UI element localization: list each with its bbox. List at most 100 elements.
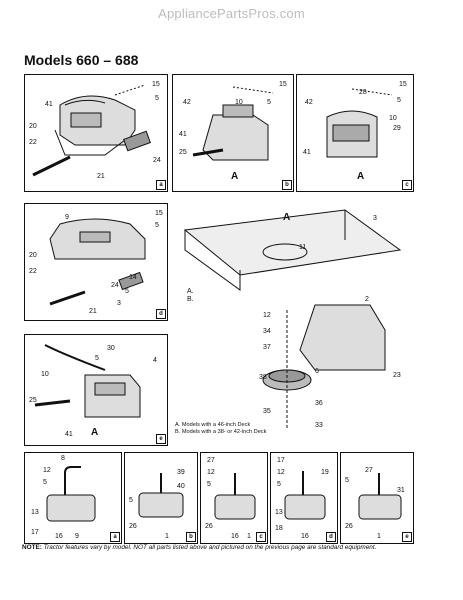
callout: 12	[207, 469, 215, 476]
callout: 1	[377, 533, 381, 540]
callout: 10	[389, 115, 397, 122]
callout: 27	[207, 457, 215, 464]
callout: 9	[75, 533, 79, 540]
panel-letter: c	[402, 180, 412, 190]
callout: 14	[129, 274, 137, 281]
callout: 15	[399, 81, 407, 88]
callout: 41	[45, 101, 53, 108]
callout: 8	[61, 455, 65, 462]
callout: 13	[31, 509, 39, 516]
panel-letter: d	[326, 532, 336, 542]
callout: 25	[179, 149, 187, 156]
callout: 36	[315, 400, 323, 407]
callout: 6	[315, 368, 319, 375]
callout: 27	[365, 467, 373, 474]
callout: 26	[345, 523, 353, 530]
callout: 5	[267, 99, 271, 106]
watermark: AppliancePartsPros.com	[158, 6, 305, 21]
callout: 16	[55, 533, 63, 540]
frame-assembly: A 3 11 2 12 34 37 6 38 36 23 35 33 A. B.	[175, 200, 415, 440]
panel-engine-b: 15 42 10 5 41 25 A b	[172, 74, 294, 192]
panel-letter: b	[282, 180, 292, 190]
note-label: NOTE:	[22, 544, 42, 551]
callout: 1	[247, 533, 251, 540]
callout: 24	[111, 282, 119, 289]
callout: 15	[279, 81, 287, 88]
callout: 5	[155, 95, 159, 102]
panel-letter: a	[110, 532, 120, 542]
reference-a: A	[283, 212, 291, 223]
panel-muffler-e: 27 5 31 26 1 e	[340, 452, 414, 544]
panel-letter: d	[156, 309, 166, 319]
callout: 17	[277, 457, 285, 464]
panel-letter: c	[256, 532, 266, 542]
callout: 22	[29, 268, 37, 275]
callout: 41	[303, 149, 311, 156]
panel-engine-a: 15 41 5 20 22 24 21 a	[24, 74, 168, 192]
engine-a-drawing	[32, 84, 151, 177]
callout: 16	[301, 533, 309, 540]
panel-letter: a	[156, 180, 166, 190]
callout: 13	[275, 509, 283, 516]
callout: 11	[299, 244, 307, 251]
panel-letter: e	[402, 532, 412, 542]
engine-c-drawing	[326, 88, 393, 158]
reference-a: A	[357, 171, 365, 182]
panel-muffler-a: 8 12 5 13 17 16 9 a	[24, 452, 122, 544]
callout: 34	[263, 328, 271, 335]
callout: 26	[129, 523, 137, 530]
page-title: Models 660 – 688	[24, 52, 139, 68]
muffler-a-drawing	[46, 466, 96, 522]
callout: 5	[397, 97, 401, 104]
callout: 25	[29, 397, 37, 404]
callout: 5	[95, 355, 99, 362]
callout: 40	[177, 483, 185, 490]
callout: 29	[393, 125, 401, 132]
legend: A. Models with a 46-inch Deck B. Models …	[175, 422, 266, 436]
callout: 33	[315, 422, 323, 429]
muffler-c-drawing	[214, 473, 256, 520]
callout: 24	[153, 157, 161, 164]
callout: 42	[305, 99, 313, 106]
legend-b: B. Models with a 38- or 42-inch Deck	[175, 429, 267, 435]
callout: 1	[165, 533, 169, 540]
callout: 31	[397, 487, 405, 494]
callout: 5	[129, 497, 133, 504]
panel-muffler-d: 17 12 5 13 18 16 19 d	[270, 452, 338, 544]
callout: 37	[263, 344, 271, 351]
callout: 10	[41, 371, 49, 378]
callout: 17	[31, 529, 39, 536]
muffler-b-drawing	[138, 473, 184, 518]
callout: 42	[183, 99, 191, 106]
callout: 41	[65, 431, 73, 438]
reference-a: A	[91, 427, 99, 438]
panel-muffler-b: 39 40 5 26 1 b	[124, 452, 198, 544]
engine-e-drawing	[34, 344, 141, 418]
callout: 5	[277, 481, 281, 488]
footnote: NOTE: Tractor features vary by model. NO…	[22, 544, 462, 551]
callout: 30	[107, 345, 115, 352]
callout: 2	[365, 296, 369, 303]
callout: 28	[359, 89, 367, 96]
engine-d-drawing	[49, 218, 146, 306]
callout: 12	[277, 469, 285, 476]
muffler-e-drawing	[358, 473, 402, 520]
callout: 3	[117, 300, 121, 307]
callout: 5	[345, 477, 349, 484]
callout: B.	[187, 296, 194, 303]
reference-a: A	[231, 171, 239, 182]
callout: 15	[152, 81, 160, 88]
panel-letter: b	[186, 532, 196, 542]
callout: 18	[275, 525, 283, 532]
callout: 4	[153, 357, 157, 364]
callout: 5	[125, 288, 129, 295]
callout: 21	[97, 173, 105, 180]
callout: 5	[207, 481, 211, 488]
callout: 5	[43, 479, 47, 486]
callout: 21	[89, 308, 97, 315]
panel-letter: e	[156, 434, 166, 444]
callout: 15	[155, 210, 163, 217]
callout: 38	[259, 374, 267, 381]
panel-engine-c: 15 42 28 5 10 29 41 A c	[296, 74, 414, 192]
callout: 22	[29, 139, 37, 146]
